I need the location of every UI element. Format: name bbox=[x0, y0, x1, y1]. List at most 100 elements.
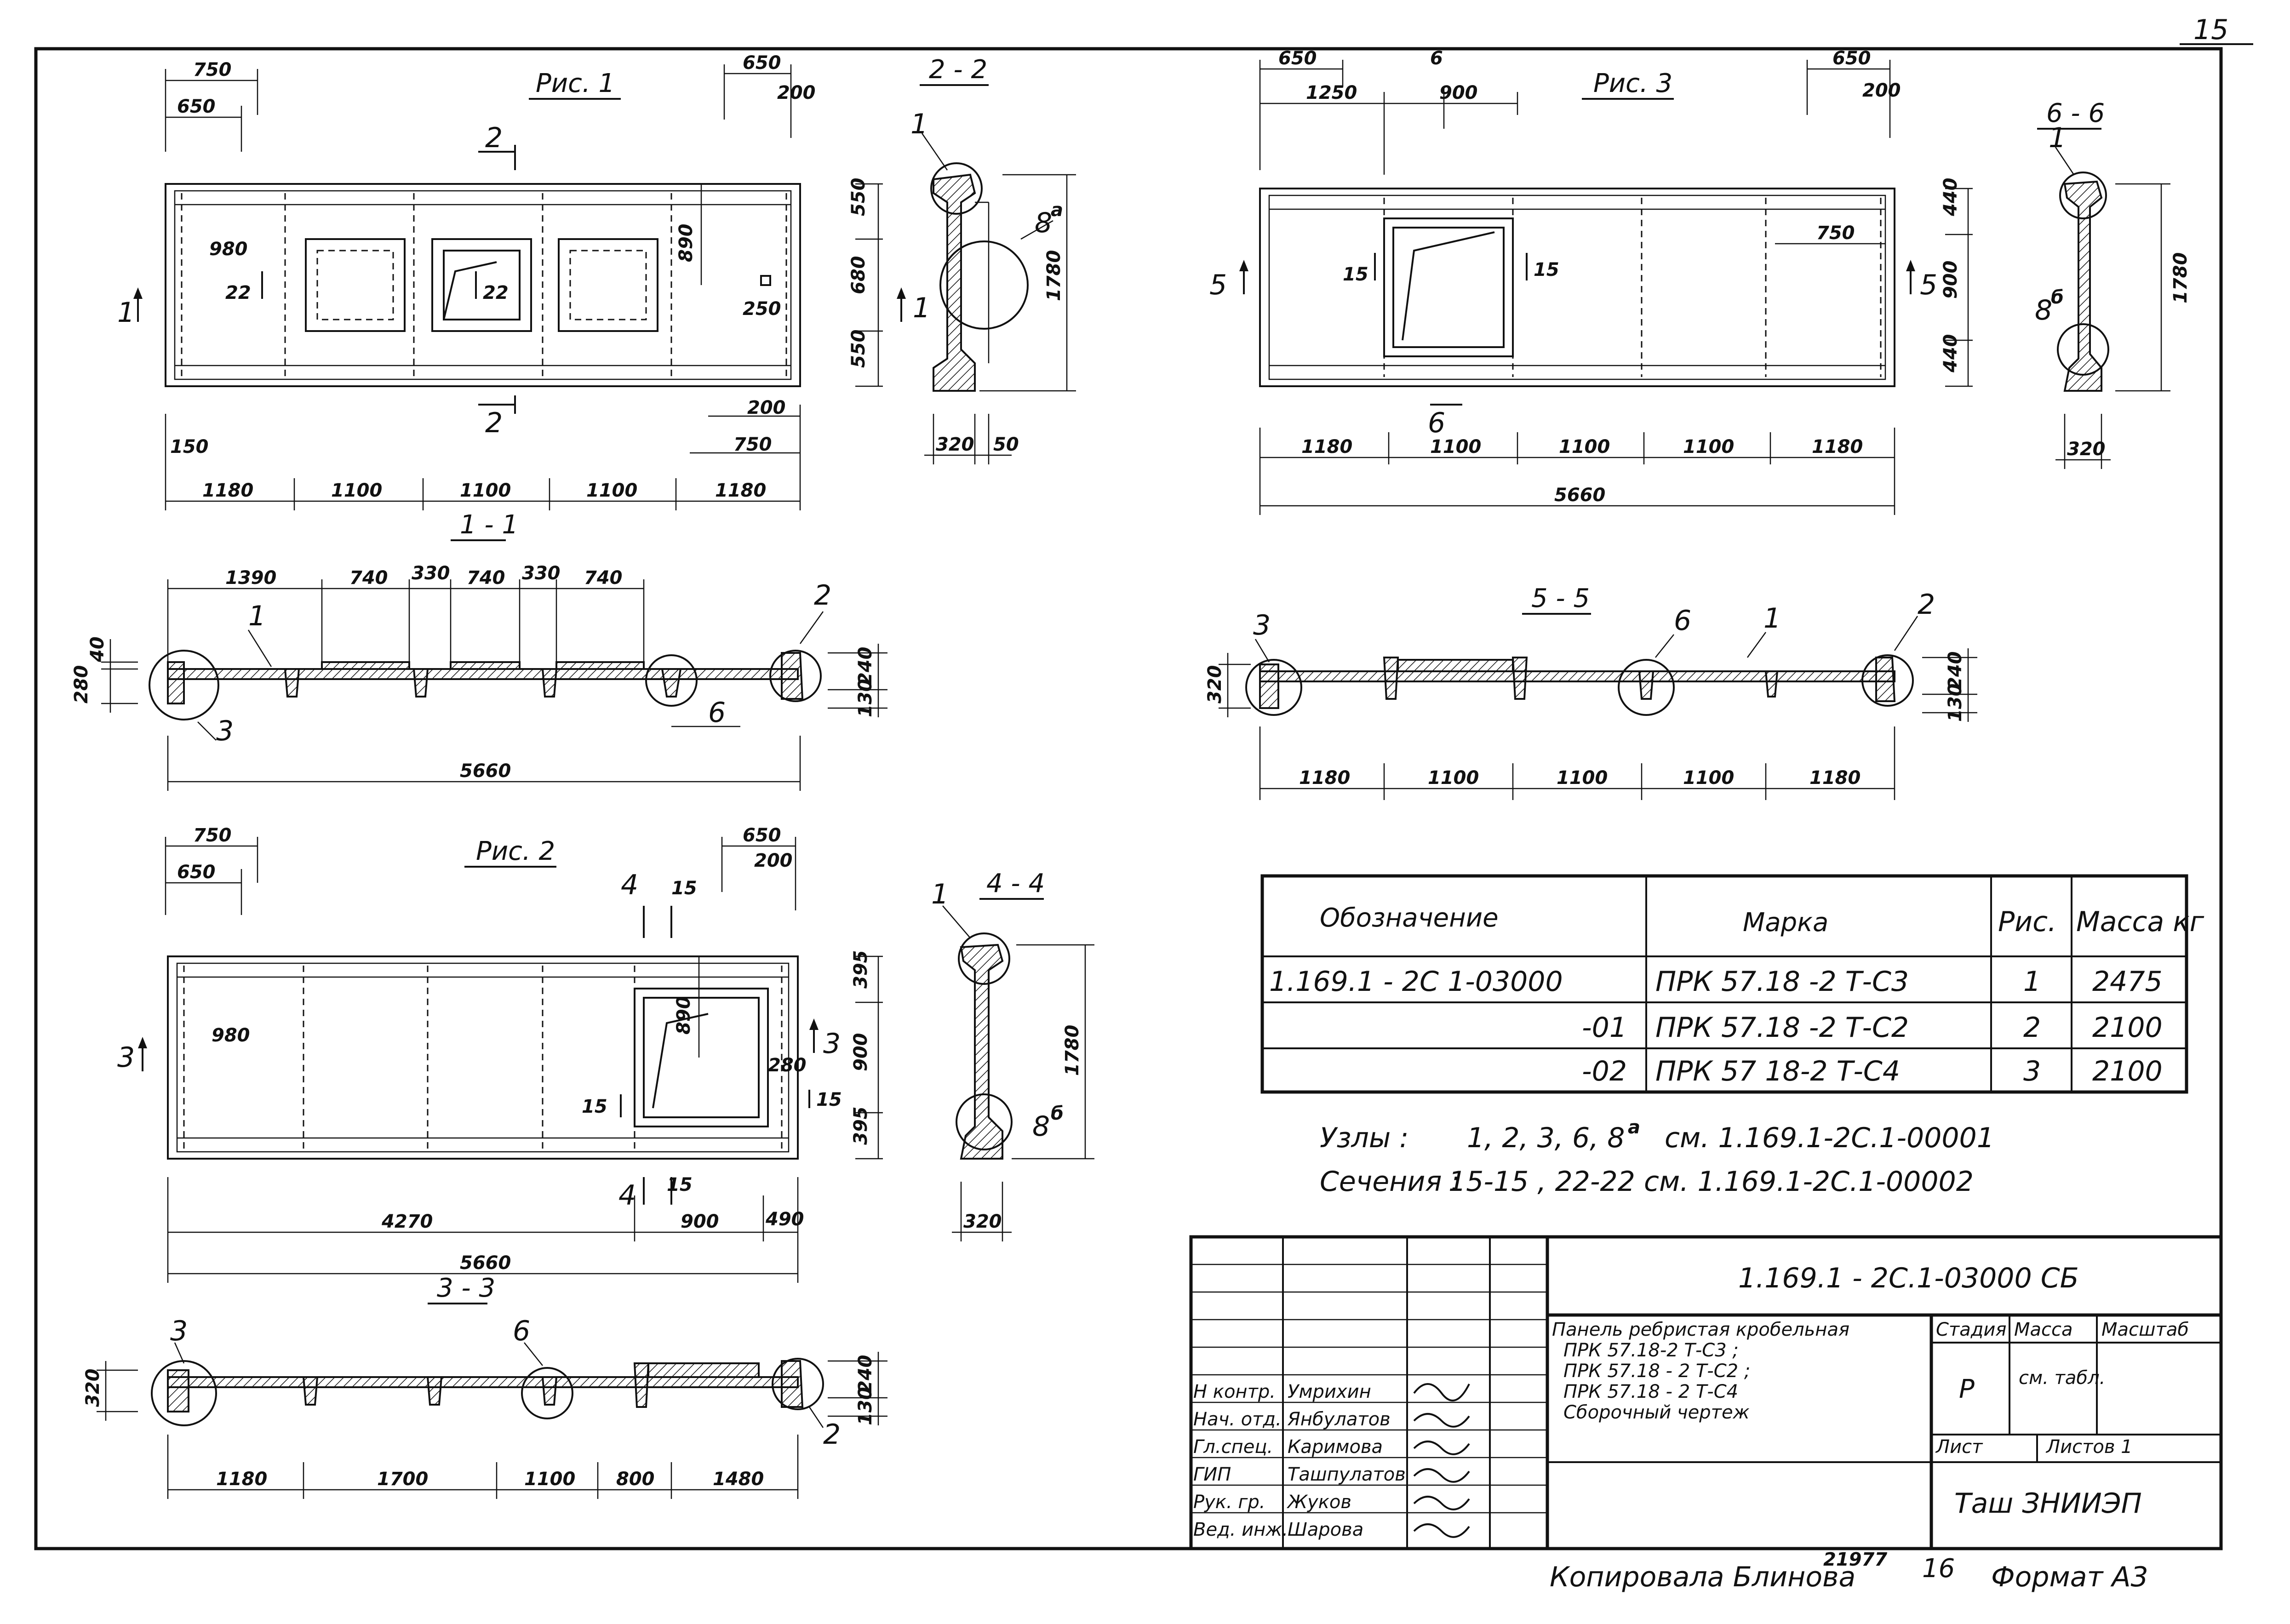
svg-text:ПРК 57 18-2 Т-С4: ПРК 57 18-2 Т-С4 bbox=[1655, 1055, 1900, 1087]
fig2-panel bbox=[167, 955, 799, 1160]
svg-text:740: 740 bbox=[467, 567, 505, 589]
svg-text:740: 740 bbox=[584, 567, 623, 589]
svg-text:22: 22 bbox=[483, 282, 509, 303]
svg-text:980: 980 bbox=[212, 1025, 250, 1046]
svg-text:3: 3 bbox=[1253, 609, 1271, 641]
svg-text:1180: 1180 bbox=[1812, 436, 1863, 457]
sheet-frame bbox=[34, 47, 2223, 1550]
svg-text:650: 650 bbox=[1278, 48, 1317, 69]
svg-text:1: 1 bbox=[913, 292, 930, 324]
spec-header-mark: Марка bbox=[1743, 908, 1828, 938]
svg-text:280: 280 bbox=[768, 1055, 807, 1076]
svg-text:15: 15 bbox=[1343, 264, 1368, 285]
svg-text:750: 750 bbox=[193, 825, 232, 846]
svg-text:ГИП: ГИП bbox=[1193, 1464, 1231, 1485]
svg-text:200: 200 bbox=[747, 397, 786, 418]
svg-text:5660: 5660 bbox=[460, 1252, 511, 1274]
svg-text:3: 3 bbox=[117, 1041, 135, 1074]
svg-text:2100: 2100 bbox=[2092, 1012, 2163, 1044]
svg-text:4: 4 bbox=[621, 869, 638, 901]
svg-text:2 - 2: 2 - 2 bbox=[929, 55, 987, 85]
svg-text:15: 15 bbox=[667, 1174, 693, 1195]
svg-text:330: 330 bbox=[412, 563, 450, 584]
svg-text:240: 240 bbox=[1945, 652, 1966, 690]
svg-text:200: 200 bbox=[777, 82, 816, 103]
svg-text:1180: 1180 bbox=[202, 480, 253, 501]
svg-text:2: 2 bbox=[485, 122, 503, 154]
svg-text:650: 650 bbox=[1832, 48, 1871, 69]
svg-text:550: 550 bbox=[848, 330, 869, 368]
svg-text:8: 8 bbox=[1032, 1110, 1050, 1143]
svg-text:980: 980 bbox=[209, 239, 248, 260]
svg-text:1180: 1180 bbox=[715, 480, 766, 501]
svg-text:1 - 1: 1 - 1 bbox=[460, 510, 518, 540]
svg-text:15: 15 bbox=[1534, 259, 1559, 280]
svg-text:395: 395 bbox=[850, 950, 871, 989]
svg-text:Масштаб: Масштаб bbox=[2101, 1319, 2189, 1340]
svg-text:900: 900 bbox=[1940, 261, 1961, 299]
svg-text:Стадия: Стадия bbox=[1936, 1319, 2006, 1340]
svg-text:2: 2 bbox=[2023, 1012, 2041, 1044]
svg-text:1180: 1180 bbox=[1299, 767, 1350, 789]
svg-text:3: 3 bbox=[216, 715, 234, 747]
svg-text:800: 800 bbox=[616, 1469, 655, 1490]
svg-text:1100: 1100 bbox=[1559, 436, 1610, 457]
svg-text:900: 900 bbox=[850, 1033, 871, 1072]
svg-text:130: 130 bbox=[855, 679, 876, 718]
svg-text:250: 250 bbox=[743, 298, 781, 320]
copy-number: 21977 bbox=[1823, 1549, 1887, 1570]
svg-text:15-15 , 22-22 см. 1.169.1-2: 15-15 , 22-22 см. 1.169.1-2С.1-00002 bbox=[1448, 1166, 1974, 1198]
svg-text:15: 15 bbox=[582, 1096, 607, 1117]
fig3-title: Рис. 3 bbox=[1593, 69, 1672, 98]
svg-text:440: 440 bbox=[1940, 334, 1961, 373]
svg-text:1: 1 bbox=[248, 600, 266, 632]
spec-header-fig: Рис. bbox=[1998, 906, 2056, 938]
svg-text:1480: 1480 bbox=[713, 1469, 764, 1490]
svg-text:3: 3 bbox=[170, 1315, 188, 1347]
svg-text:4: 4 bbox=[618, 1179, 636, 1212]
svg-text:1: 1 bbox=[1763, 602, 1781, 635]
svg-text:240: 240 bbox=[855, 1355, 876, 1394]
svg-text:1100: 1100 bbox=[1557, 767, 1608, 789]
svg-text:15: 15 bbox=[671, 878, 697, 899]
svg-text:Панель ребристая кробельная: Панель ребристая кробельная bbox=[1552, 1319, 1849, 1340]
svg-text:5660: 5660 bbox=[1554, 485, 1605, 506]
svg-text:1100: 1100 bbox=[586, 480, 637, 501]
svg-text:1100: 1100 bbox=[1428, 767, 1479, 789]
svg-text:1180: 1180 bbox=[1301, 436, 1352, 457]
svg-text:см. 1.169.1-2С.1-00001: см. 1.169.1-2С.1-00001 bbox=[1665, 1122, 1994, 1154]
svg-text:40: 40 bbox=[87, 636, 108, 663]
svg-text:а: а bbox=[1051, 200, 1063, 221]
svg-text:Узлы :: Узлы : bbox=[1320, 1122, 1408, 1154]
svg-text:1780: 1780 bbox=[1062, 1025, 1083, 1076]
svg-text:Р: Р bbox=[1959, 1374, 1975, 1404]
svg-text:890: 890 bbox=[676, 224, 697, 263]
svg-text:280: 280 bbox=[71, 665, 92, 704]
svg-text:Лист: Лист bbox=[1935, 1436, 1983, 1458]
svg-text:2100: 2100 bbox=[2092, 1055, 2163, 1087]
title-block: Н контр. Умрихин Нач. отд. Янбулатов Гл.… bbox=[1189, 1235, 2223, 1550]
svg-text:Янбулатов: Янбулатов bbox=[1287, 1409, 1391, 1430]
svg-text:650: 650 bbox=[743, 52, 781, 74]
fig3-view: Рис. 3 5 5 15 15 6 6 650 1250 900 650 bbox=[1209, 48, 1973, 515]
svg-text:2475: 2475 bbox=[2092, 966, 2163, 998]
svg-text:1: 1 bbox=[2049, 122, 2066, 154]
svg-text:320: 320 bbox=[963, 1211, 1002, 1232]
svg-text:320: 320 bbox=[1204, 665, 1225, 704]
fig1-view: Рис. 1 1 1 2 2 22 22 750 bbox=[117, 52, 930, 510]
svg-text:650: 650 bbox=[177, 862, 216, 883]
svg-text:490: 490 bbox=[765, 1209, 804, 1230]
copied-by: Копировала Блинова bbox=[1550, 1561, 1855, 1593]
svg-text:130: 130 bbox=[1945, 684, 1966, 722]
svg-text:ПРК 57.18 - 2 Т-С4: ПРК 57.18 - 2 Т-С4 bbox=[1563, 1381, 1738, 1402]
svg-text:1100: 1100 bbox=[1430, 436, 1481, 457]
svg-text:Н контр.: Н контр. bbox=[1193, 1381, 1276, 1402]
svg-text:750: 750 bbox=[733, 434, 772, 455]
svg-text:ПРК 57.18 -2 Т-С2: ПРК 57.18 -2 Т-С2 bbox=[1655, 1012, 1909, 1044]
section-4-4: 4 - 4 1 8 б 1780 320 bbox=[931, 869, 1094, 1241]
section-2-2: 2 - 2 1 8 а 1780 320 50 bbox=[910, 55, 1076, 464]
svg-text:б: б bbox=[1051, 1103, 1064, 1124]
sheet-number: 15 bbox=[2193, 14, 2228, 46]
svg-text:-01: -01 bbox=[1582, 1012, 1627, 1044]
